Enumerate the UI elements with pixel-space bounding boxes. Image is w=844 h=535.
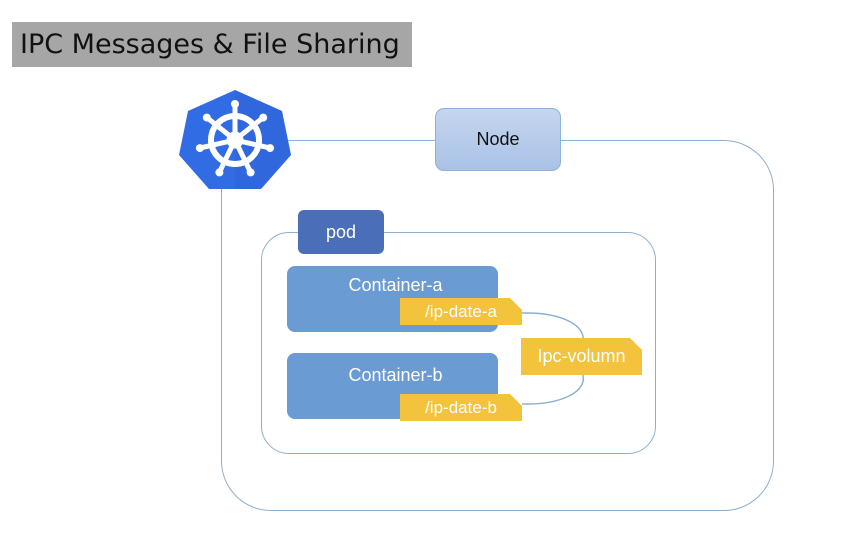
mount-tag-b: /ip-date-b <box>400 394 522 421</box>
pod-label: pod <box>298 210 384 254</box>
container-a-label: Container-a <box>348 275 443 295</box>
container-b-label: Container-b <box>348 365 443 385</box>
link-b-to-volume <box>521 371 585 405</box>
ipc-volume-tag: Ipc-volumn <box>521 338 642 375</box>
kubernetes-logo <box>175 86 295 190</box>
pod-frame <box>261 232 656 454</box>
mount-tag-a: /ip-date-a <box>400 298 522 325</box>
slide-title: IPC Messages & File Sharing <box>12 22 412 67</box>
node-label: Node <box>435 108 561 171</box>
kubernetes-helm-icon <box>179 90 291 189</box>
